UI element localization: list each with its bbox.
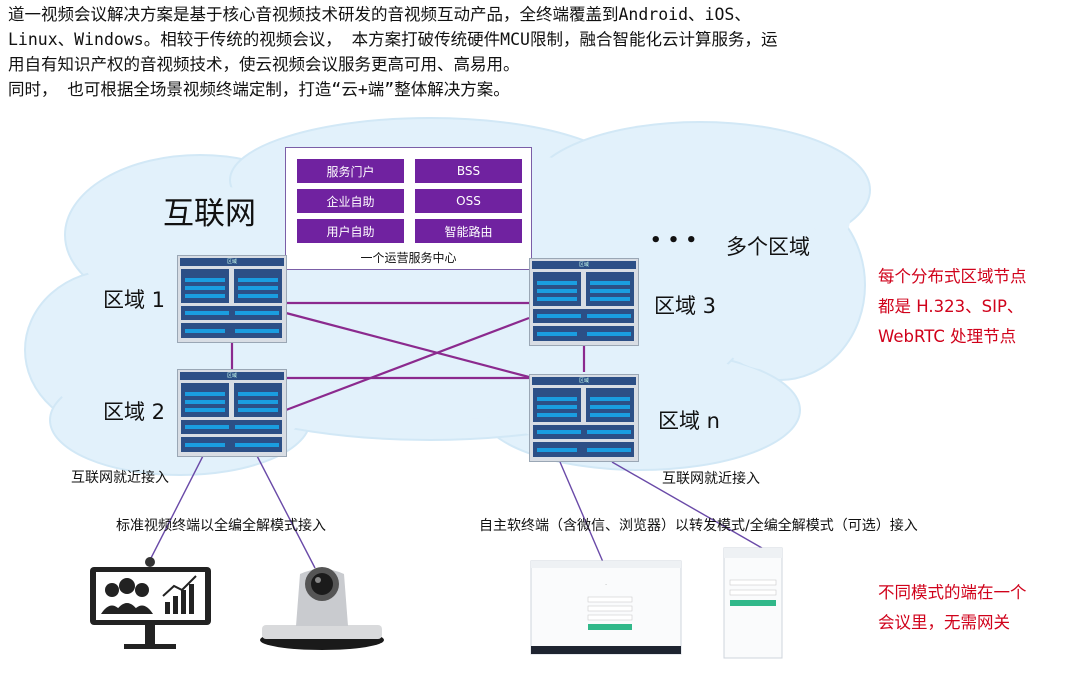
ops-item-enterprise-self-service: 企业自助	[297, 189, 404, 213]
intro-line-3: 用自有知识产权的音视频技术，使云视频会议服务更高可用、高易用。	[8, 55, 520, 74]
node-header: 区域	[532, 377, 636, 385]
node-header: 区域	[180, 372, 284, 380]
node-header: 区域	[532, 261, 636, 269]
svg-text:·: ·	[605, 582, 607, 588]
intro-line-4: 同时， 也可根据全场景视频终端定制，打造“云+端”整体解决方案。	[8, 80, 510, 99]
region-node-1: 区域	[177, 255, 287, 343]
region-node-n: 区域	[529, 374, 639, 462]
operation-service-center: 服务门户 BSS 企业自助 OSS 用户自助 智能路由 一个运营服务中心	[285, 147, 532, 270]
region-label-3: 区域 3	[654, 294, 717, 318]
region-label-n: 区域 n	[658, 409, 720, 433]
video-conference-monitor-icon	[90, 557, 211, 649]
gateway-free-note-line-1: 不同模式的端在一个	[878, 583, 1027, 602]
region-label-1: 区域 1	[103, 288, 166, 312]
multi-region-label: 多个区域	[726, 235, 810, 259]
intro-paragraph: 道一视频会议解决方案是基于核心音视频技术研发的音视频互动产品，全终端覆盖到And…	[8, 2, 1058, 102]
mobile-client-icon	[723, 547, 783, 659]
region-node-3: 区域	[529, 258, 639, 346]
ops-center-caption: 一个运营服务中心	[360, 251, 457, 265]
ops-item-user-self-service: 用户自助	[297, 219, 404, 243]
distributed-node-note-line-2: 都是 H.323、SIP、	[878, 297, 1024, 316]
access-label-left: 互联网就近接入	[71, 470, 169, 486]
gateway-free-note: 不同模式的端在一个 会议里，无需网关	[878, 578, 1027, 638]
distributed-node-note: 每个分布式区域节点 都是 H.323、SIP、 WebRTC 处理节点	[878, 262, 1027, 352]
region-label-2: 区域 2	[103, 400, 166, 424]
intro-line-2: Linux、Windows。相较于传统的视频会议， 本方案打破传统硬件MCU限制…	[8, 30, 778, 49]
access-lines	[149, 451, 763, 569]
desktop-client-icon: ·	[530, 560, 682, 655]
intro-line-1: 道一视频会议解决方案是基于核心音视频技术研发的音视频互动产品，全终端覆盖到And…	[8, 5, 751, 24]
distributed-node-note-line-3: WebRTC 处理节点	[878, 327, 1017, 346]
ptz-camera-icon	[260, 567, 384, 650]
access-label-right: 互联网就近接入	[662, 471, 760, 487]
gateway-free-note-line-2: 会议里，无需网关	[878, 613, 1010, 632]
region-node-2: 区域	[177, 369, 287, 457]
distributed-node-note-line-1: 每个分布式区域节点	[878, 267, 1027, 286]
internet-label: 互联网	[163, 196, 256, 232]
ops-item-smart-routing: 智能路由	[415, 219, 522, 243]
ellipsis-marker: • • •	[650, 230, 698, 251]
ops-item-bss: BSS	[415, 159, 522, 183]
ops-item-service-portal: 服务门户	[297, 159, 404, 183]
ops-item-oss: OSS	[415, 189, 522, 213]
soft-terminal-label: 自主软终端（含微信、浏览器）以转发模式/全编全解模式（可选）接入	[479, 518, 918, 534]
node-header: 区域	[180, 258, 284, 266]
region-links	[230, 301, 586, 412]
standard-terminal-label: 标准视频终端以全编全解模式接入	[116, 518, 326, 534]
